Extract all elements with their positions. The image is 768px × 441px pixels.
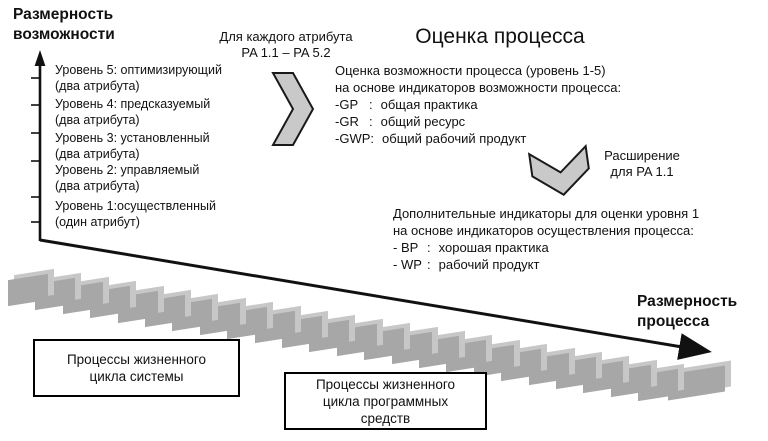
extension-note: Расширение для PA 1.1	[604, 148, 680, 179]
indicator-code: -GR	[335, 114, 359, 129]
capability-dimension-title: Размерность возможности	[13, 6, 115, 43]
indicator-row-gr: -GR: общий ресурс	[335, 113, 665, 130]
process-axis-arrow	[39, 238, 712, 360]
indicator-row-bp: - BP: хорошая практика	[393, 239, 733, 256]
indicator-row-wp: - WP: рабочий продукт	[393, 256, 733, 273]
level-attrs: (два атрибута)	[55, 147, 140, 161]
indicator-desc: общий рабочий продукт	[382, 131, 527, 146]
level-4-item: Уровень 4: предсказуемый (два атрибута)	[55, 96, 210, 128]
indicator-desc: хорошая практика	[438, 240, 549, 255]
indicator-row-gp: -GP: общая практика	[335, 96, 665, 113]
indicator-code: -GP	[335, 97, 359, 112]
indicator-colon: :	[427, 240, 431, 255]
capability-axis-arrowhead	[34, 50, 46, 66]
process-dimension-label: Размерность процесса	[637, 293, 738, 330]
indicator-colon: :	[369, 97, 373, 112]
attribute-range-note: Для каждого атрибута PA 1.1 – PA 5.2	[219, 29, 353, 60]
capability-axis-arrow	[31, 50, 46, 241]
level-name: Уровень 3: установленный	[55, 131, 210, 145]
indicator-row-gwp: -GWP: общий рабочий продукт	[335, 130, 665, 147]
indicator-code: -GWP	[335, 131, 371, 146]
level-name: Уровень 5: оптимизирующий	[55, 63, 222, 77]
chevron-right-icon	[271, 72, 315, 146]
level-5-item: Уровень 5: оптимизирующий (два атрибута)	[55, 62, 222, 94]
software-lifecycle-box: Процессы жизненного цикла программных ср…	[284, 372, 487, 430]
system-lifecycle-box: Процессы жизненного цикла системы	[33, 339, 240, 397]
level-1-item: Уровень 1:осуществленный (один атрибут)	[55, 198, 216, 230]
indicator-desc: рабочий продукт	[438, 257, 540, 272]
assessment-intro: Оценка возможности процесса (уровень 1-5…	[335, 63, 622, 95]
indicator-desc: общий ресурс	[380, 114, 466, 129]
indicator-code: - BP	[393, 240, 419, 255]
level-2-item: Уровень 2: управляемый (два атрибута)	[55, 162, 199, 194]
level-attrs: (два атрибута)	[55, 179, 140, 193]
level-attrs: (два атрибута)	[55, 113, 140, 127]
indicator-desc: общая практика	[380, 97, 478, 112]
level-3-item: Уровень 3: установленный (два атрибута)	[55, 130, 210, 162]
assessment-text-block: Оценка возможности процесса (уровень 1-5…	[335, 62, 665, 147]
level1-intro: Дополнительные индикаторы для оценки уро…	[393, 206, 700, 238]
level-attrs: (один атрибут)	[55, 215, 140, 229]
level-name: Уровень 2: управляемый	[55, 163, 200, 177]
level1-indicators-block: Дополнительные индикаторы для оценки уро…	[393, 205, 733, 273]
chevron-down-icon	[527, 143, 590, 196]
process-assessment-title: Оценка процесса	[415, 25, 585, 48]
level-attrs: (два атрибута)	[55, 79, 140, 93]
level-name: Уровень 4: предсказуемый	[55, 97, 211, 111]
level-name: Уровень 1:осуществленный	[55, 199, 216, 213]
indicator-colon: :	[369, 114, 373, 129]
indicator-colon: :	[427, 257, 431, 272]
indicator-code: - WP	[393, 257, 422, 272]
indicator-colon: :	[370, 131, 375, 146]
